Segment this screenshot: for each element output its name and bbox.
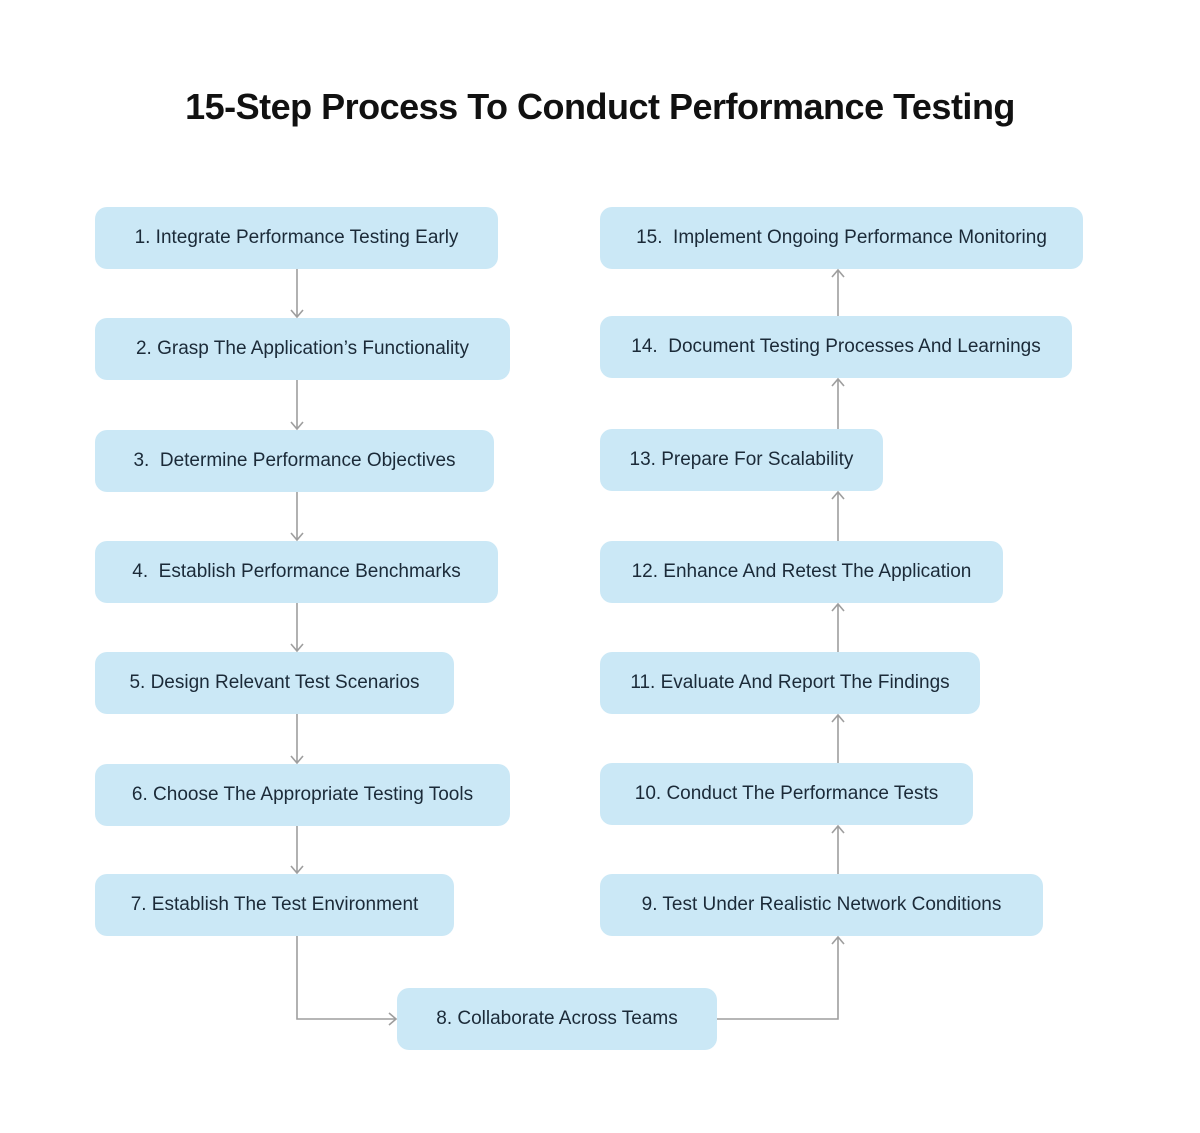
step-box-13: 13. Prepare For Scalability — [600, 429, 883, 491]
arrow-4-5 — [290, 603, 304, 653]
step-label: 4. Establish Performance Benchmarks — [132, 560, 461, 582]
arrow-1-2 — [290, 269, 304, 319]
arrow-8-9 — [717, 935, 845, 1020]
step-label: 6. Choose The Appropriate Testing Tools — [131, 783, 474, 805]
arrow-9-10 — [831, 824, 845, 874]
step-label: 5. Design Relevant Test Scenarios — [129, 671, 420, 693]
step-label: 1. Integrate Performance Testing Early — [134, 226, 459, 248]
step-label: 14. Document Testing Processes And Learn… — [631, 335, 1041, 357]
arrow-6-7 — [290, 826, 304, 875]
step-label: 12. Enhance And Retest The Application — [631, 560, 972, 582]
step-box-8: 8. Collaborate Across Teams — [397, 988, 717, 1050]
step-box-2: 2. Grasp The Application’s Functionality — [95, 318, 510, 380]
step-box-14: 14. Document Testing Processes And Learn… — [600, 316, 1072, 378]
step-label: 10. Conduct The Performance Tests — [634, 782, 939, 804]
step-label: 3. Determine Performance Objectives — [133, 449, 456, 471]
step-label: 8. Collaborate Across Teams — [436, 1007, 678, 1029]
step-label: 15. Implement Ongoing Performance Monito… — [636, 226, 1047, 248]
arrow-13-14 — [831, 377, 845, 429]
step-box-9: 9. Test Under Realistic Network Conditio… — [600, 874, 1043, 936]
arrow-14-15 — [831, 268, 845, 316]
arrow-2-3 — [290, 380, 304, 431]
step-box-10: 10. Conduct The Performance Tests — [600, 763, 973, 825]
step-box-3: 3. Determine Performance Objectives — [95, 430, 494, 492]
page-title: 15-Step Process To Conduct Performance T… — [185, 86, 1015, 127]
step-box-15: 15. Implement Ongoing Performance Monito… — [600, 207, 1083, 269]
step-label: 13. Prepare For Scalability — [629, 448, 854, 470]
step-label: 11. Evaluate And Report The Findings — [630, 671, 950, 693]
step-box-7: 7. Establish The Test Environment — [95, 874, 454, 936]
step-box-5: 5. Design Relevant Test Scenarios — [95, 652, 454, 714]
step-box-4: 4. Establish Performance Benchmarks — [95, 541, 498, 603]
step-label: 7. Establish The Test Environment — [130, 893, 419, 915]
arrow-5-6 — [290, 714, 304, 765]
arrow-3-4 — [290, 492, 304, 542]
step-box-12: 12. Enhance And Retest The Application — [600, 541, 1003, 603]
step-box-11: 11. Evaluate And Report The Findings — [600, 652, 980, 714]
arrow-12-13 — [831, 490, 845, 541]
arrow-7-8 — [296, 936, 398, 1026]
arrow-11-12 — [831, 602, 845, 652]
arrow-10-11 — [831, 713, 845, 763]
step-label: 2. Grasp The Application’s Functionality — [135, 337, 470, 359]
step-label: 9. Test Under Realistic Network Conditio… — [641, 893, 1002, 915]
step-box-6: 6. Choose The Appropriate Testing Tools — [95, 764, 510, 826]
step-box-1: 1. Integrate Performance Testing Early — [95, 207, 498, 269]
